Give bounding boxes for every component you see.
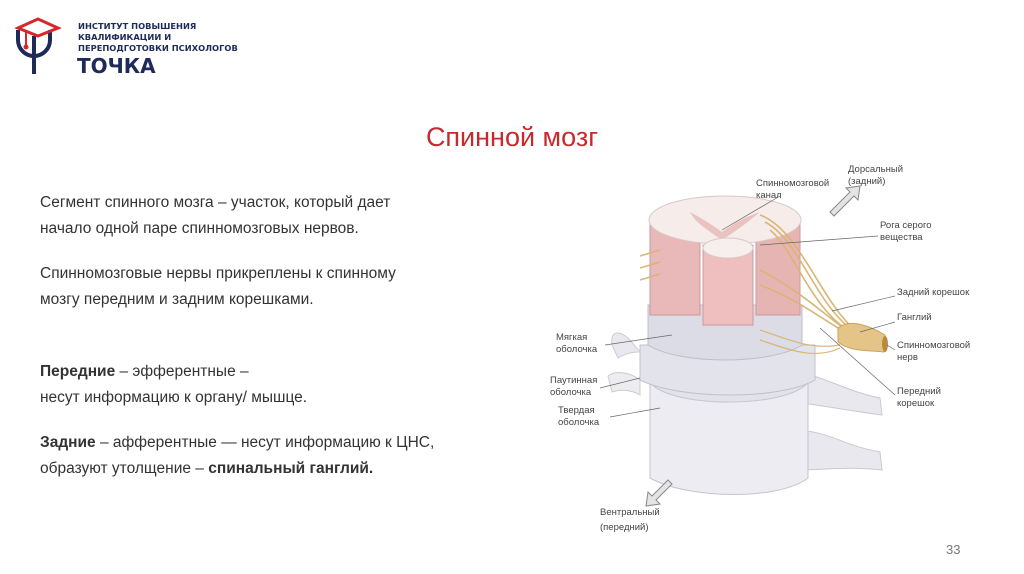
body-line: Передние – эфферентные – xyxy=(40,359,510,385)
body-line: образуют утолщение – спинальный ганглий. xyxy=(40,456,510,482)
body-line: Спинномозговые нервы прикреплены к спинн… xyxy=(40,265,396,282)
label-ganglion: Ганглий xyxy=(897,312,932,323)
body-line: мозгу передним и задним корешками. xyxy=(40,291,314,308)
page-number: 33 xyxy=(946,542,961,557)
slide-body: Сегмент спинного мозга – участок, которы… xyxy=(40,190,510,482)
arachnoid xyxy=(639,344,816,396)
body-line: начало одной паре спинномозговых нервов. xyxy=(40,220,359,237)
spinal-cord-illustration xyxy=(599,185,896,507)
logo-line: ПЕРЕПОДГОТОВКИ ПСИХОЛОГОВ xyxy=(78,43,238,53)
body-line: несут информацию к органу/ мышце. xyxy=(40,389,308,406)
anterior-root-fibers xyxy=(759,329,841,355)
logo-emblem-icon xyxy=(14,17,62,74)
body-text: – афферентные — несут информацию к ЦНС, xyxy=(95,434,435,451)
label-posterior-root: Задний корешок xyxy=(897,287,970,298)
label-ventral: Вентральный(передний) xyxy=(600,507,660,533)
logo-line: КВАЛИФИКАЦИИ И xyxy=(78,32,172,42)
body-text: – эфферентные – xyxy=(115,363,249,380)
slide-title: Спинной мозг xyxy=(425,122,599,152)
body-text: образуют утолщение – xyxy=(40,460,209,477)
ventral-arrow-icon xyxy=(645,479,673,507)
dura-nerve-sleeve-lower xyxy=(789,429,883,471)
posterior-term: Задние xyxy=(40,434,96,451)
ganglion xyxy=(837,322,886,353)
pia-mater xyxy=(647,304,803,361)
logo-org-name: ИНСТИТУТ ПОВЫШЕНИЯ КВАЛИФИКАЦИИ И ПЕРЕПО… xyxy=(78,21,238,54)
logo-brand: ТОЧКА xyxy=(77,54,156,78)
dorsal-arrow-icon xyxy=(829,185,861,217)
logo-line: ИНСТИТУТ ПОВЫШЕНИЯ xyxy=(78,21,197,31)
label-dorsal: Дорсальный(задний) xyxy=(848,164,904,187)
dura-mater xyxy=(649,377,809,495)
body-line: Сегмент спинного мозга – участок, которы… xyxy=(40,194,391,211)
body-line: Задние – афферентные — несут информацию … xyxy=(40,430,510,456)
label-leader-lines xyxy=(599,195,896,418)
anterior-term: Передние xyxy=(40,363,116,380)
ganglion-term: спинальный ганглий. xyxy=(208,460,374,477)
gray-matter-horns xyxy=(690,212,760,240)
